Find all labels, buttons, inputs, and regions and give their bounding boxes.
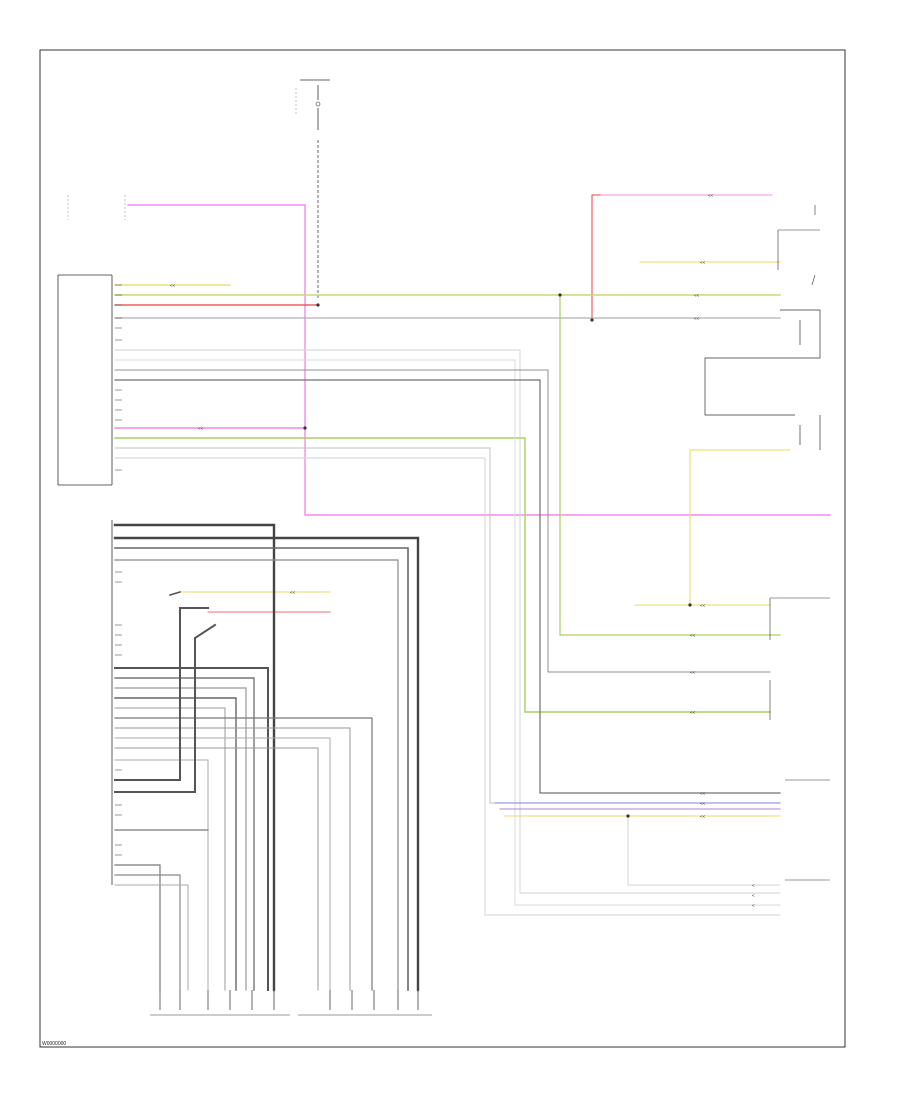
svg-text:<<: <<: [700, 814, 706, 819]
right-component-top: [777, 205, 820, 286]
svg-text:<: <: [752, 883, 755, 888]
pink-wires: [114, 194, 831, 516]
pin-ticks: [115, 284, 122, 856]
splices: [303, 293, 692, 818]
svg-text:<<: <<: [690, 670, 696, 675]
dark-wires: [113, 523, 420, 992]
blue-wires: [494, 802, 781, 810]
svg-text:<<: <<: [290, 590, 296, 595]
svg-text:<<: <<: [694, 316, 700, 321]
top-left-sensor: [67, 195, 126, 220]
left-module-top: [57, 274, 113, 486]
svg-text:<<: <<: [700, 801, 706, 806]
svg-text:<: <: [752, 893, 755, 898]
diagram-frame: [39, 49, 846, 1048]
right-component-seat-switch: [785, 779, 830, 881]
svg-text:<<: <<: [198, 426, 204, 431]
svg-text:<<: <<: [700, 260, 706, 265]
gray-wires: [114, 317, 781, 916]
svg-text:<<: <<: [708, 193, 714, 198]
right-component-door: [704, 309, 821, 450]
red-wires: [114, 194, 601, 613]
right-component-seat-heater: [769, 597, 830, 720]
svg-text:<<: <<: [694, 293, 700, 298]
top-fuse-area: [295, 79, 330, 300]
svg-text:<<: <<: [700, 603, 706, 608]
svg-text:<<: <<: [170, 283, 176, 288]
svg-text:<<: <<: [690, 710, 696, 715]
diagram-code: W0000000: [42, 1041, 66, 1047]
svg-text:<: <: [752, 903, 755, 908]
svg-text:<<: <<: [700, 791, 706, 796]
inline-connectors: << << << << << << << << << << << << << <…: [170, 193, 755, 908]
yellow-green-wires: [114, 261, 791, 817]
svg-text:<<: <<: [690, 633, 696, 638]
bottom-connectors: [150, 990, 432, 1016]
